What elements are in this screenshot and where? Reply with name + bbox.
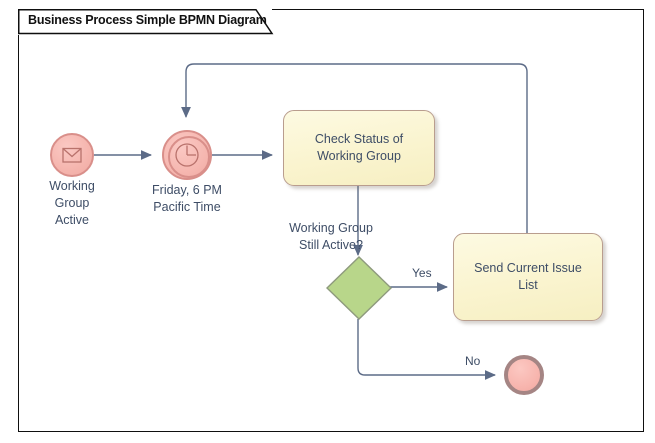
end-event[interactable]	[504, 355, 544, 395]
exclusive-gateway-working-group-still-active[interactable]	[325, 255, 393, 321]
envelope-icon	[62, 147, 82, 163]
task-label: Send Current Issue List	[474, 261, 582, 292]
timer-inner-ring	[168, 136, 210, 178]
timer-event-label: Friday, 6 PM Pacific Time	[152, 183, 222, 214]
title-tab-shape	[18, 9, 274, 35]
start-event-working-group-active[interactable]	[50, 133, 94, 177]
clock-icon	[175, 143, 199, 167]
task-check-status-of-working-group[interactable]: Check Status of Working Group	[283, 110, 435, 186]
task-send-current-issue-list[interactable]: Send Current Issue List	[453, 233, 603, 321]
edge-label-no: No	[465, 354, 481, 368]
diagram-title-tab: Business Process Simple BPMN Diagram	[18, 9, 274, 35]
gateway-diamond	[325, 256, 393, 320]
start-event-label: Working Group Active	[49, 179, 95, 227]
gateway-label: Working Group Still Active?	[289, 221, 373, 252]
intermediate-event-timer[interactable]	[162, 130, 212, 180]
task-label: Check Status of Working Group	[314, 132, 404, 163]
edge-label-yes: Yes	[412, 266, 432, 280]
page-title: Business Process Simple BPMN Diagram	[28, 13, 267, 27]
